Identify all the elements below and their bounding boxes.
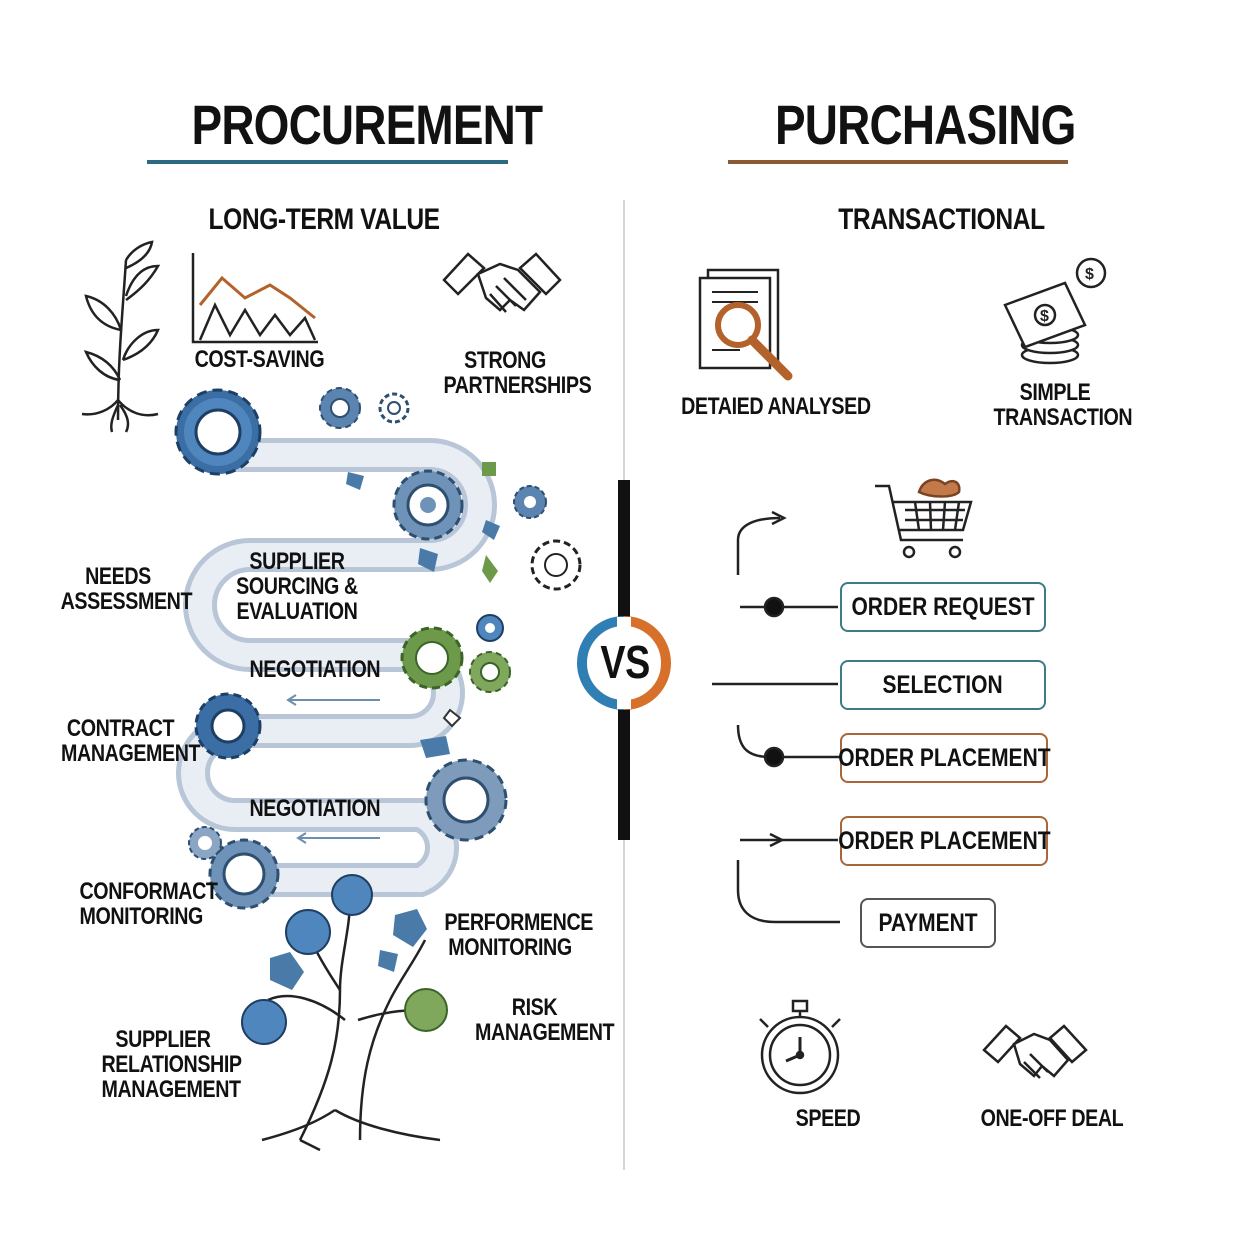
gear-small-icon bbox=[476, 614, 504, 642]
handshake-icon-left bbox=[442, 252, 562, 313]
stopwatch-icon bbox=[759, 999, 841, 1095]
svg-text:$: $ bbox=[1085, 266, 1094, 283]
gear-icon bbox=[424, 758, 508, 842]
node-circle bbox=[404, 988, 448, 1032]
gear-outline-icon bbox=[530, 539, 582, 591]
puzzle-piece bbox=[378, 950, 398, 972]
gear-icon bbox=[208, 838, 280, 910]
gear-green-icon bbox=[400, 626, 464, 690]
chart-icon bbox=[191, 253, 318, 344]
sprout-icon bbox=[81, 240, 161, 433]
node-circle bbox=[331, 874, 373, 916]
step-payment: PAYMENT bbox=[860, 898, 996, 948]
long-term-value-subtitle: LONG-TERM VALUE bbox=[208, 203, 441, 236]
puzzle-piece bbox=[270, 952, 304, 990]
gear-icon bbox=[392, 469, 464, 541]
procurement-title: PROCUREMENT bbox=[191, 93, 544, 156]
step-selection: SELECTION bbox=[840, 660, 1046, 710]
speed-label: SPEED bbox=[795, 1105, 861, 1132]
gear-small-icon bbox=[513, 485, 547, 519]
node-circle bbox=[241, 999, 287, 1045]
handshake-icon-right bbox=[982, 1024, 1088, 1079]
negotiation-label-2: NEGOTIATION bbox=[249, 795, 381, 822]
gear-small-icon bbox=[378, 392, 410, 424]
detailed-analysed-label: DETAIED ANALYSED bbox=[681, 393, 871, 420]
transactional-subtitle: TRANSACTIONAL bbox=[838, 203, 1045, 236]
puzzle-pieces bbox=[346, 462, 500, 758]
gear-large-icon bbox=[174, 388, 262, 476]
step-order-placement-1: ORDER PLACEMENT bbox=[838, 733, 1050, 783]
node-circle bbox=[285, 909, 331, 955]
gear-small-icon bbox=[188, 826, 222, 860]
vs-badge bbox=[577, 616, 671, 710]
purchasing-title: PURCHASING bbox=[775, 93, 1076, 156]
money-icon: $ $ bbox=[1003, 257, 1107, 365]
svg-text:$: $ bbox=[1040, 308, 1049, 325]
gear-small-icon bbox=[319, 387, 361, 429]
step-order-placement-2: ORDER PLACEMENT bbox=[838, 816, 1050, 866]
tree-icon bbox=[261, 899, 441, 1152]
puzzle-piece bbox=[393, 909, 427, 947]
gear-green-icon bbox=[469, 651, 511, 693]
vs-label: VS bbox=[600, 636, 650, 688]
negotiation-label-1: NEGOTIATION bbox=[249, 656, 381, 683]
gear-icon bbox=[194, 692, 262, 760]
cost-saving-label: COST-SAVING bbox=[194, 346, 325, 373]
document-search-icon bbox=[698, 268, 793, 381]
flow-connectors bbox=[712, 510, 840, 924]
step-order-request: ORDER REQUEST bbox=[840, 582, 1046, 632]
shopping-cart-icon bbox=[875, 478, 973, 559]
one-off-deal-label: ONE-OFF DEAL bbox=[980, 1105, 1124, 1132]
